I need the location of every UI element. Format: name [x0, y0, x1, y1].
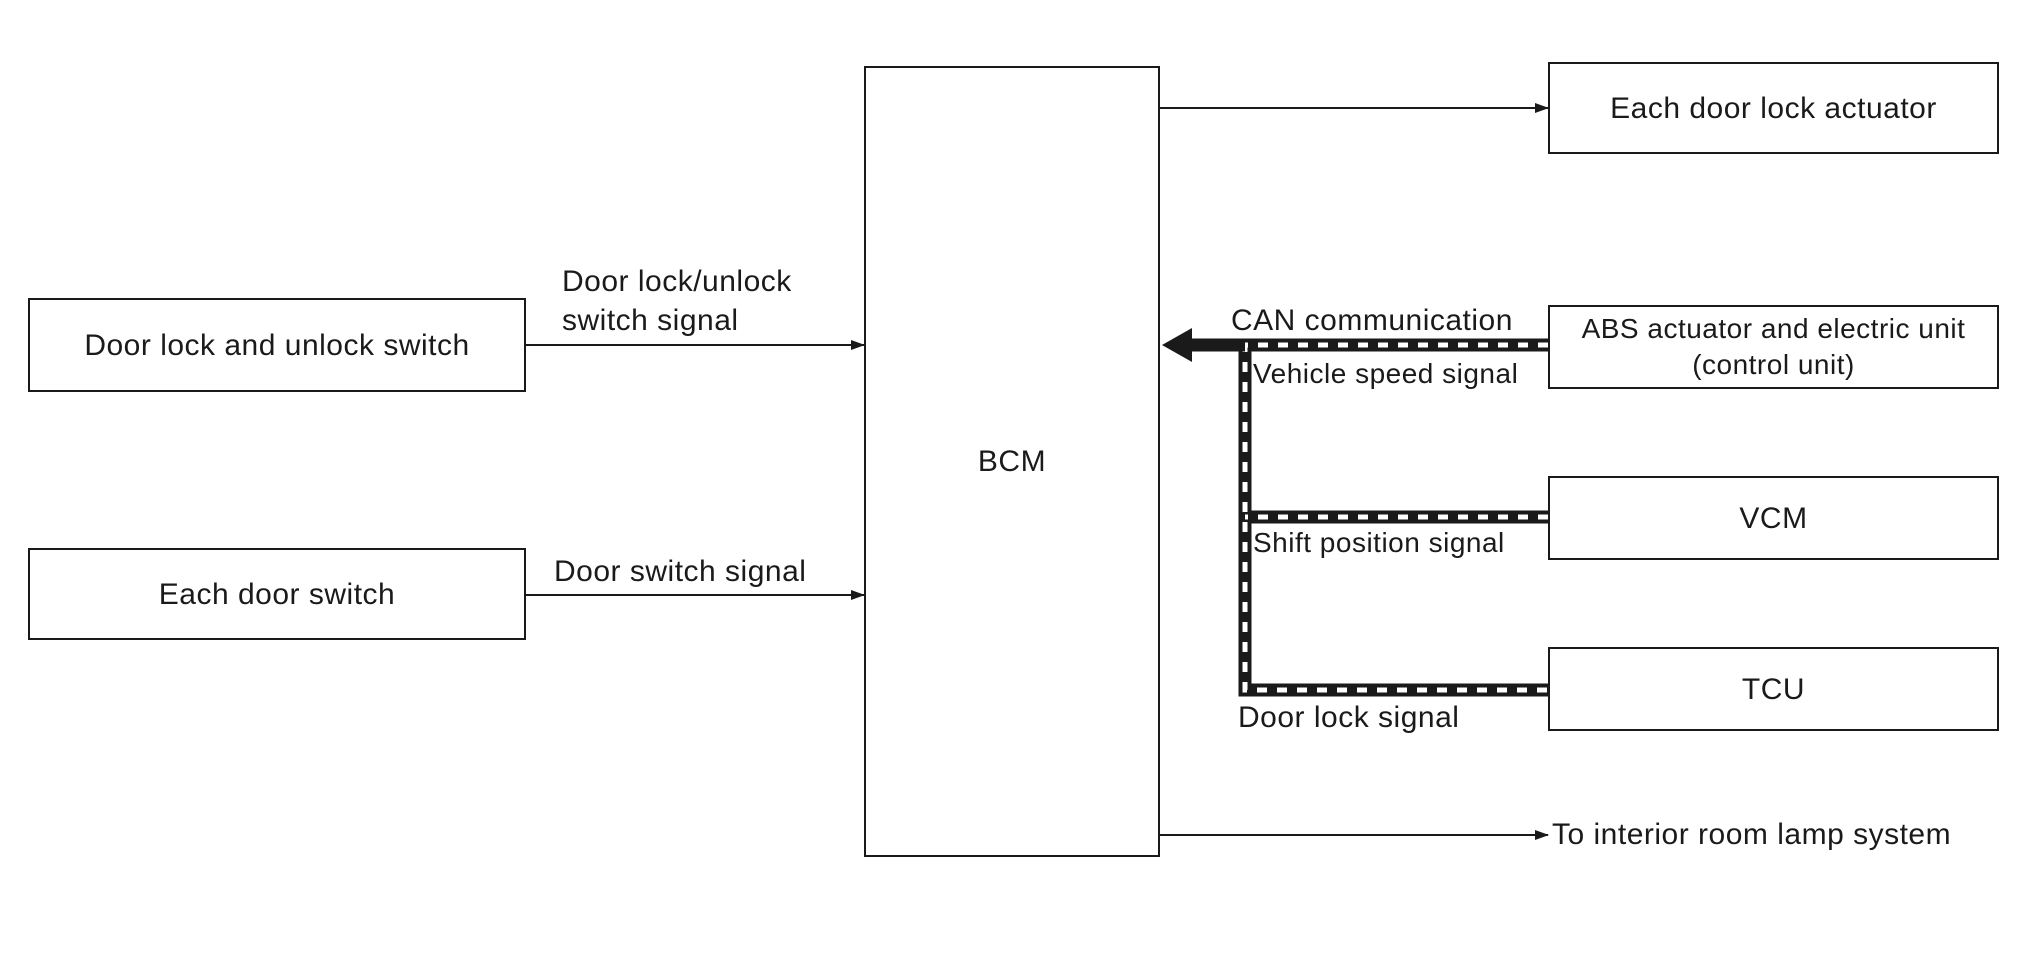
each-door-switch-label: Each door switch: [158, 577, 396, 611]
vehicle-speed-signal-label: Vehicle speed signal: [1253, 358, 1519, 389]
can-bus-arrowhead: [1162, 328, 1192, 362]
door-lock-unlock-signal-line2: switch signal: [562, 304, 739, 337]
can-bus: [1162, 328, 1555, 697]
abs-unit-label-line1: ABS actuator and electric unit: [1581, 312, 1966, 344]
door-lock-unlock-signal-line1: Door lock/unlock: [562, 265, 792, 298]
tcu-box: TCU: [1548, 647, 1999, 731]
tcu-label: TCU: [1741, 672, 1806, 706]
abs-unit-box: ABS actuator and electric unit (control …: [1548, 305, 1999, 389]
shift-position-signal-label: Shift position signal: [1253, 527, 1505, 558]
door-lock-unlock-switch-box: Door lock and unlock switch: [28, 298, 526, 392]
door-lock-unlock-signal-label: Door lock/unlock switch signal: [562, 262, 792, 340]
door-lock-actuator-box: Each door lock actuator: [1548, 62, 1999, 154]
door-lock-actuator-label: Each door lock actuator: [1610, 91, 1937, 125]
vcm-box: VCM: [1548, 476, 1999, 560]
interior-room-lamp-label: To interior room lamp system: [1552, 818, 1952, 851]
abs-unit-label-line2: (control unit): [1692, 349, 1855, 380]
vcm-label: VCM: [1739, 501, 1808, 535]
door-lock-unlock-switch-label: Door lock and unlock switch: [84, 328, 470, 362]
bcm-label: BCM: [977, 445, 1047, 478]
each-door-switch-box: Each door switch: [28, 548, 526, 640]
door-lock-signal-label: Door lock signal: [1238, 701, 1460, 734]
can-communication-label: CAN communication: [1231, 304, 1513, 337]
door-switch-signal-label: Door switch signal: [554, 555, 807, 588]
bcm-box: BCM: [864, 66, 1160, 857]
